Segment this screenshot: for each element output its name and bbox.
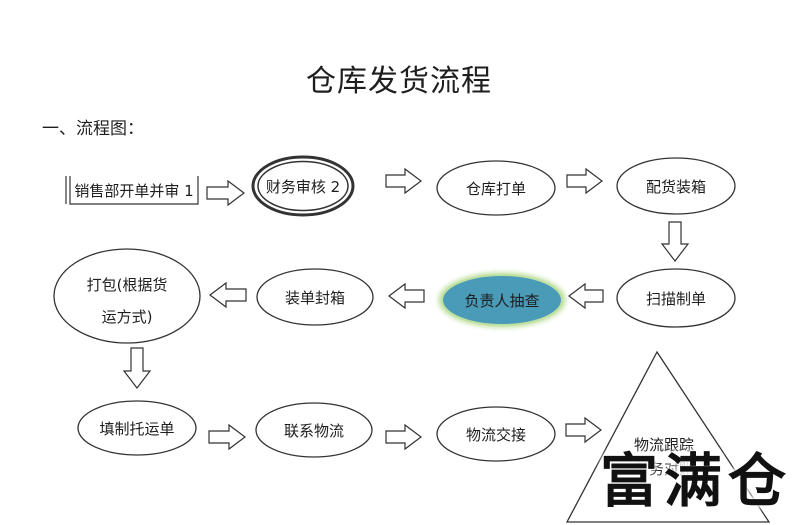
node-sales-order: 销售部开单并审 1 (65, 176, 199, 205)
node-label: 装单封箱 (285, 289, 345, 307)
arrow-down-2 (122, 347, 152, 389)
node-supervisor-check: 负责人抽查 (438, 272, 566, 328)
node-warehouse-print: 仓库打单 (436, 160, 556, 216)
node-label: 填制托运单 (99, 420, 174, 438)
node-label: 财务审核 2 (266, 178, 340, 196)
node-label: 扫描制单 (646, 290, 706, 308)
arrow-right-4 (208, 423, 246, 451)
arrow-down-1 (660, 221, 690, 262)
node-fill-waybill: 填制托运单 (77, 400, 197, 456)
node-label: 销售部开单并审 1 (74, 182, 193, 200)
arrow-right-2 (385, 167, 422, 195)
arrow-right-6 (565, 416, 602, 444)
arrow-right-3 (566, 167, 603, 195)
page-title: 仓库发货流程 (306, 64, 492, 99)
node-label: 物流交接 (466, 426, 526, 444)
arrow-right-5 (385, 423, 422, 451)
node-scan-order: 扫描制单 (616, 268, 736, 328)
arrow-left-3 (568, 282, 604, 310)
node-label: 负责人抽查 (464, 292, 539, 310)
node-label: 打包(根据货 (87, 276, 168, 294)
node-finance-review: 财务审核 2 (251, 155, 355, 217)
node-label: 物流跟踪 (634, 436, 694, 454)
node-label: 财务对账 (634, 460, 694, 478)
node-package: 打包(根据货 运方式) (53, 248, 201, 344)
node-label: 仓库打单 (466, 180, 526, 198)
watermark-logo: 富满仓 (600, 447, 793, 515)
arrow-left-2 (388, 282, 425, 310)
arrow-right-1 (206, 179, 245, 207)
node-label: 运方式) (102, 308, 153, 326)
arrow-left-1 (209, 281, 247, 309)
node-logistics-handover: 物流交接 (436, 406, 556, 462)
node-contact-logistics: 联系物流 (255, 402, 373, 458)
node-logistics-tracking: 物流跟踪 财务对账 (565, 350, 771, 523)
node-pack-seal: 装单封箱 (256, 268, 374, 326)
section-heading: 一、流程图： (42, 119, 144, 139)
node-label: 配货装箱 (646, 178, 706, 196)
node-label: 联系物流 (284, 422, 344, 440)
node-pick-box: 配货装箱 (616, 157, 736, 215)
